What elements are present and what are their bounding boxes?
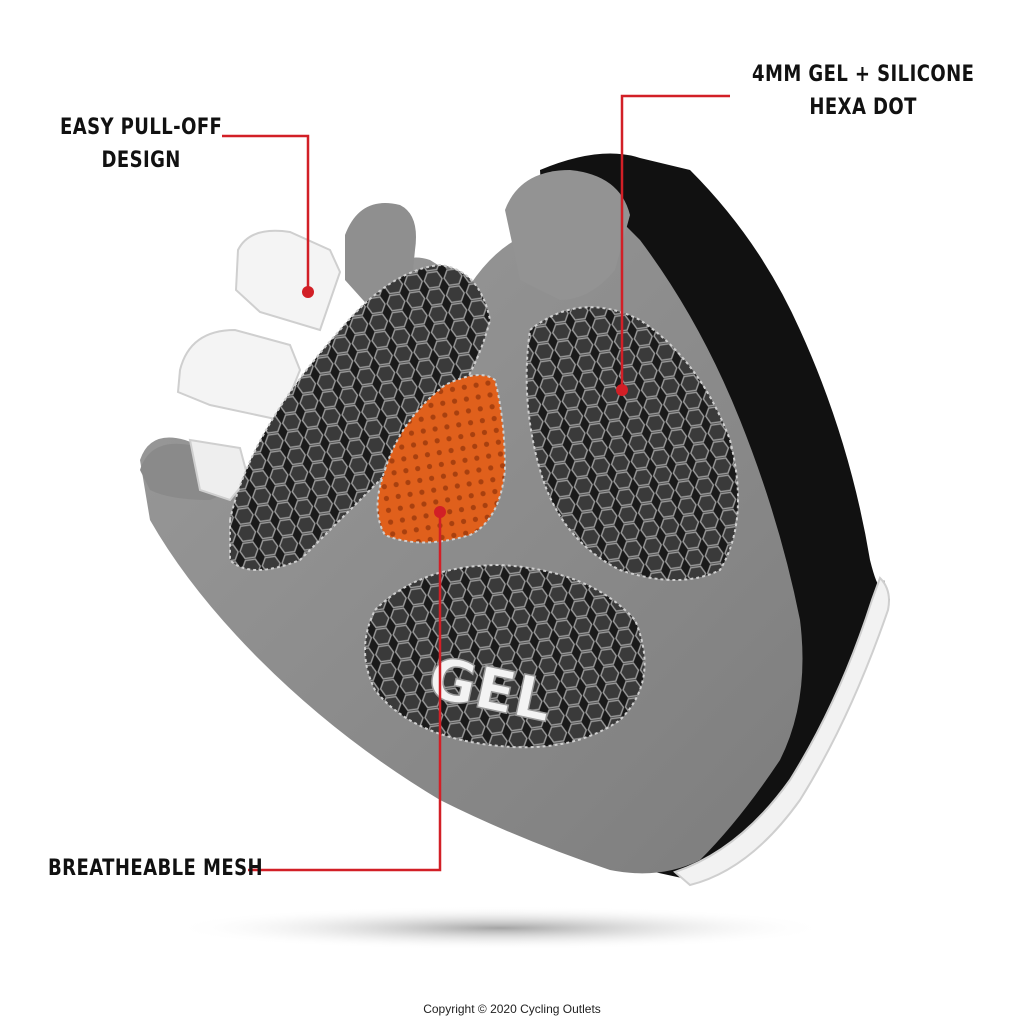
callout-pull-off-line1: EASY PULL-OFF <box>60 115 223 140</box>
glove-cuff-trim <box>673 576 890 887</box>
pull-off-tab-2 <box>176 328 302 422</box>
callout-gel-line1: 4MM GEL + SILICONE <box>752 62 975 87</box>
callout-pull-off-line2: DESIGN <box>101 148 181 173</box>
callout-mesh <box>248 506 446 872</box>
callout-pull-off <box>222 134 314 298</box>
callout-label-pull-off: EASY PULL-OFF DESIGN <box>60 111 222 177</box>
pull-off-tab-1 <box>234 229 342 332</box>
callout-mesh-line1: BREATHEABLE MESH <box>48 856 263 881</box>
callout-gel-line2: HEXA DOT <box>809 95 917 120</box>
finger-thumb <box>505 170 630 300</box>
copyright-text: Copyright © 2020 Cycling Outlets <box>423 1002 601 1016</box>
gel-pad-fingers <box>229 263 492 571</box>
callout-label-mesh: BREATHEABLE MESH <box>48 852 263 885</box>
callout-gel <box>616 94 730 396</box>
drop-shadow <box>170 906 830 950</box>
gel-pad-thumb <box>525 306 739 581</box>
callout-label-gel: 4MM GEL + SILICONE HEXA DOT <box>752 58 974 124</box>
gel-pad-heel <box>364 563 646 749</box>
mesh-panel <box>376 374 507 544</box>
